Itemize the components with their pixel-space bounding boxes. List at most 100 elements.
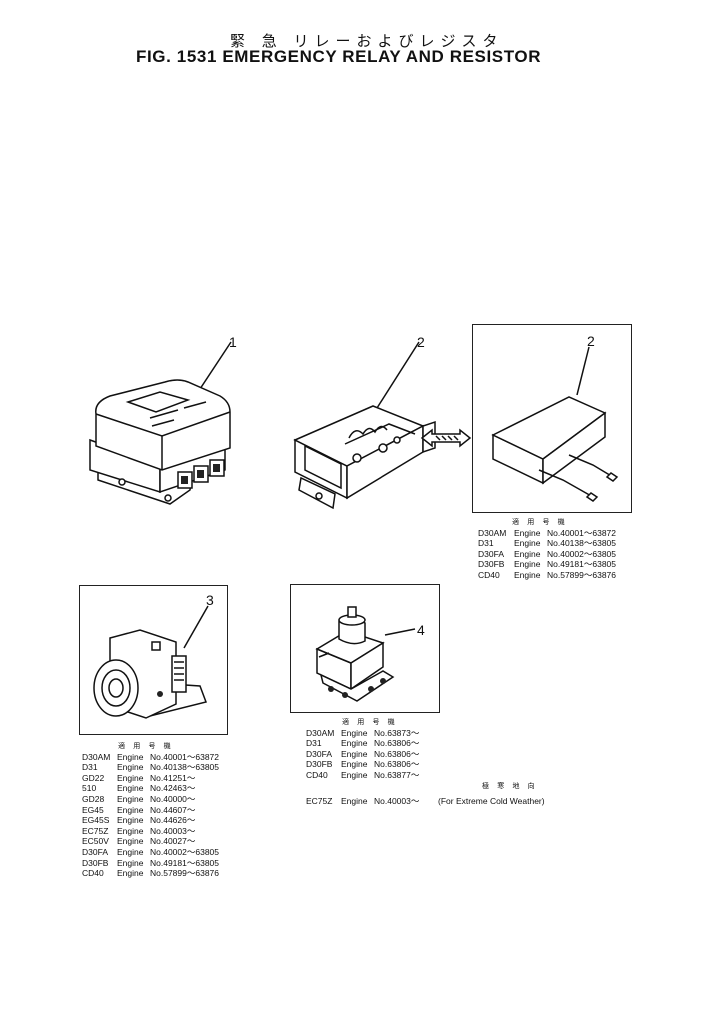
model-name: D31: [306, 738, 322, 749]
engine-number: No.63877～: [374, 769, 420, 780]
engine-number: No.40000～: [150, 793, 196, 804]
engine-label: Engine: [341, 795, 368, 806]
engine-label: Engine: [117, 825, 144, 836]
engine-label: Engine: [117, 804, 144, 815]
engine-number: No.40001～63872: [547, 527, 617, 538]
engine-number: No.40138～63805: [150, 762, 220, 773]
engine-number: No.40003～: [374, 795, 420, 806]
model-name: D31: [82, 762, 98, 773]
table-row: D30FA Engine No.63806～: [306, 749, 419, 760]
model-name: EC75Z: [82, 825, 109, 836]
table-a-header: 適 用 号 機: [512, 518, 568, 526]
model-name: EG45: [82, 804, 104, 815]
table-row: CD40 Engine No.57899～63876: [82, 868, 219, 879]
engine-number: No.40002～63805: [150, 846, 220, 857]
double-arrow-icon: [420, 428, 472, 448]
engine-number: No.57899～63876: [150, 868, 220, 879]
callout-4: 4: [417, 622, 425, 638]
model-name: D30FA: [306, 748, 332, 759]
engine-label: Engine: [341, 727, 368, 738]
table-row: D30FB Engine No.49181～63805: [82, 858, 219, 869]
table-b-header: 適 用 号 機: [118, 742, 174, 750]
engine-label: Engine: [514, 527, 541, 538]
engine-number: No.41251～: [150, 772, 196, 783]
table-row: CD40 Engine No.63877～: [306, 770, 419, 781]
model-name: D30AM: [306, 727, 335, 738]
model-name: 510: [82, 783, 97, 794]
engine-label: Engine: [117, 772, 144, 783]
engine-label: Engine: [341, 759, 368, 770]
engine-number: No.57899～63876: [547, 569, 617, 580]
model-name: CD40: [82, 868, 104, 879]
engine-label: Engine: [514, 569, 541, 580]
engine-number: No.63873～: [374, 727, 420, 738]
model-name: D30FA: [478, 548, 504, 559]
engine-number: No.40002～63805: [547, 548, 617, 559]
engine-label: Engine: [341, 748, 368, 759]
engine-number: No.49181～63805: [150, 857, 220, 868]
engine-number: No.63806～: [374, 738, 420, 749]
engine-number: No.40003～: [150, 825, 196, 836]
resistor-part-2-frame: 2: [472, 324, 632, 513]
table-row: D30FA Engine No.40002～63805: [478, 549, 616, 560]
table-row: EC50V Engine No.40027～: [82, 836, 219, 847]
engine-label: Engine: [117, 762, 144, 773]
part-4-illustration: [315, 606, 416, 702]
engine-number: No.40138～63805: [547, 538, 617, 549]
engine-number: No.42463～: [150, 783, 196, 794]
engine-label: Engine: [117, 868, 144, 879]
callout-2-closed: 2: [587, 333, 595, 349]
table-row: D30AM Engine No.40001～63872: [478, 528, 616, 539]
engine-label: Engine: [514, 548, 541, 559]
engine-label: Engine: [117, 857, 144, 868]
engine-label: Engine: [117, 846, 144, 857]
table-row: D30FA Engine No.40002～63805: [82, 847, 219, 858]
model-name: CD40: [478, 569, 500, 580]
engine-label: Engine: [341, 769, 368, 780]
engine-label: Engine: [117, 751, 144, 762]
engine-label: Engine: [117, 815, 144, 826]
engine-number: No.49181～63805: [547, 559, 617, 570]
engine-label: Engine: [514, 538, 541, 549]
table-row: GD28 Engine No.40000～: [82, 794, 219, 805]
resistor-part-2-closed-illustration: [491, 346, 619, 502]
engine-number: No.40001～63872: [150, 751, 220, 762]
table-row: D31 Engine No.40138～63805: [478, 538, 616, 549]
table-row: EC75Z Engine No.40003～: [82, 826, 219, 837]
engine-label: Engine: [117, 836, 144, 847]
callout-2-open: 2: [417, 334, 425, 350]
model-name: GD28: [82, 793, 105, 804]
table-row: EG45 Engine No.44607～: [82, 805, 219, 816]
table-c-header: 適 用 号 機: [342, 718, 398, 726]
part-3-illustration: [93, 605, 209, 719]
model-name: D30AM: [478, 527, 507, 538]
model-name: D30AM: [82, 751, 111, 762]
table-row: D31 Engine No.40138～63805: [82, 762, 219, 773]
model-name: EC50V: [82, 836, 109, 847]
resistor-part-2-open-illustration: [293, 341, 436, 510]
model-name: D30FB: [82, 857, 109, 868]
engine-number: No.63806～: [374, 748, 420, 759]
model-name: CD40: [306, 769, 328, 780]
engine-number: No.40027～: [150, 836, 196, 847]
note-text: (For Extreme Cold Weather): [438, 795, 545, 806]
model-name: D30FA: [82, 846, 108, 857]
engine-label: Engine: [514, 559, 541, 570]
engine-label: Engine: [117, 783, 144, 794]
model-name: D31: [478, 538, 494, 549]
callout-3: 3: [206, 592, 214, 608]
table-row: D30AM Engine No.40001～63872: [82, 752, 219, 763]
model-name: D30FB: [306, 759, 333, 770]
table-row: D30AM Engine No.63873～: [306, 728, 419, 739]
engine-number: No.44607～: [150, 804, 196, 815]
engine-label: Engine: [117, 793, 144, 804]
